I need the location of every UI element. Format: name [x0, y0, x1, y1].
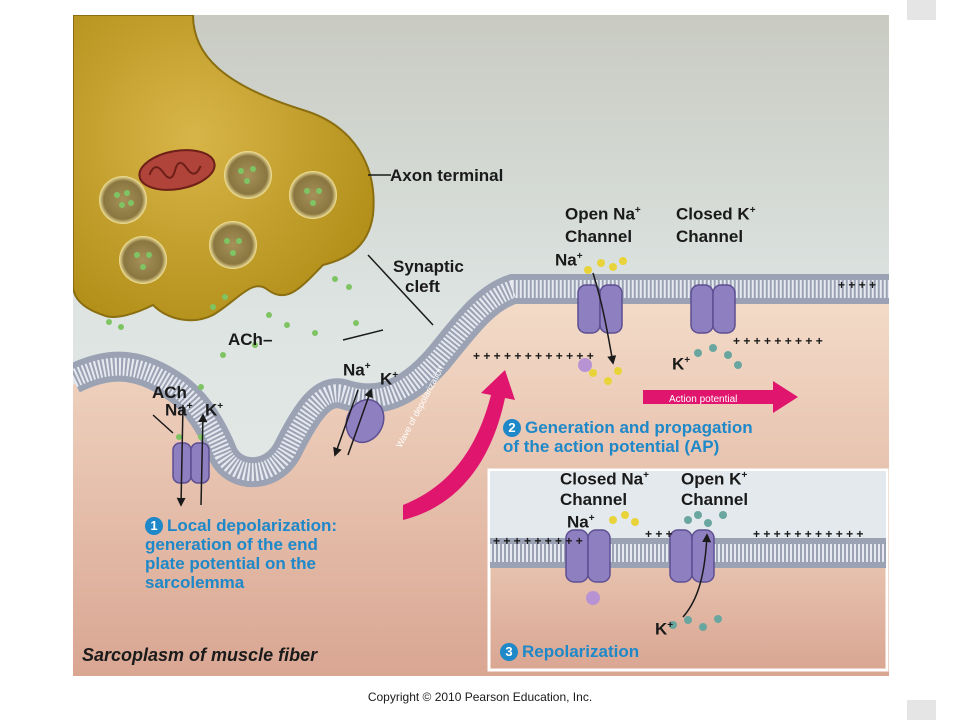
- k-ion-label-step1: K+: [205, 400, 224, 420]
- corner-block-bottom: [907, 700, 936, 720]
- step-1-line2: generation of the end: [145, 535, 318, 555]
- closed-k-channel-label-line2: Channel: [676, 227, 744, 246]
- svg-text:Action potential: Action potential: [669, 394, 737, 405]
- step-3-number: 3: [500, 643, 518, 661]
- svg-text:+ + + + + + + + + + + +: + + + + + + + + + + + +: [473, 349, 594, 363]
- svg-text:+ + + + + + + + +: + + + + + + + + +: [733, 334, 823, 348]
- step-1-number: 1: [145, 517, 163, 535]
- k-ion-label-step3: K+: [655, 619, 674, 639]
- neuromuscular-junction-illustration: + + + + + + + + + + + + + + + + + + + + …: [73, 15, 889, 676]
- axon-terminal-label: Axon terminal: [390, 166, 504, 185]
- step-3-line1: Repolarization: [522, 642, 640, 661]
- k-ion-label-step2: K+: [672, 354, 691, 374]
- step-2-number: 2: [503, 419, 521, 437]
- svg-text:+ + + + + + + + +: + + + + + + + + +: [493, 534, 583, 548]
- closed-na-channel-label-line2: Channel: [560, 490, 628, 509]
- na-ion-label-step2: Na+: [555, 250, 583, 270]
- synaptic-cleft-label-line1: Synaptic: [393, 257, 464, 276]
- copyright-notice: Copyright © 2010 Pearson Education, Inc.: [367, 690, 593, 704]
- step-1-line3: plate potential on the: [145, 554, 316, 574]
- svg-text:+ + + +: + + + +: [838, 278, 876, 292]
- step-2-line2: of the action potential (AP): [503, 437, 720, 457]
- closed-na-channel-label-line1: Closed Na+: [560, 469, 649, 489]
- ach-bound-label: ACh: [152, 383, 187, 402]
- na-ion-label-fold: Na+: [343, 360, 371, 380]
- open-na-channel-label-line2: Channel: [565, 227, 633, 246]
- k-ion-label-fold: K+: [380, 369, 399, 389]
- open-k-channel-label-line1: Open K+: [681, 469, 748, 489]
- synaptic-cleft-label-line2: cleft: [405, 277, 440, 296]
- open-na-channel-label-line1: Open Na+: [565, 204, 641, 224]
- closed-k-channel-label-line1: Closed K+: [676, 204, 756, 224]
- svg-text:+ + + + + + + + + + +: + + + + + + + + + + +: [753, 527, 863, 541]
- open-k-channel-label-line2: Channel: [681, 490, 749, 509]
- step-2-line1: Generation and propagation: [525, 418, 753, 437]
- sarcoplasm-label: Sarcoplasm of muscle fiber: [82, 645, 318, 665]
- na-ion-label-step3: Na+: [567, 512, 595, 532]
- na-ion-label-step1: Na+: [165, 400, 193, 420]
- step-1-line4: sarcolemma: [145, 573, 245, 593]
- step-1-line1: Local depolarization:: [167, 516, 338, 535]
- ach-release-label: ACh–: [228, 330, 273, 349]
- svg-text:+ + +: + + +: [645, 527, 673, 541]
- corner-block-top: [907, 0, 936, 20]
